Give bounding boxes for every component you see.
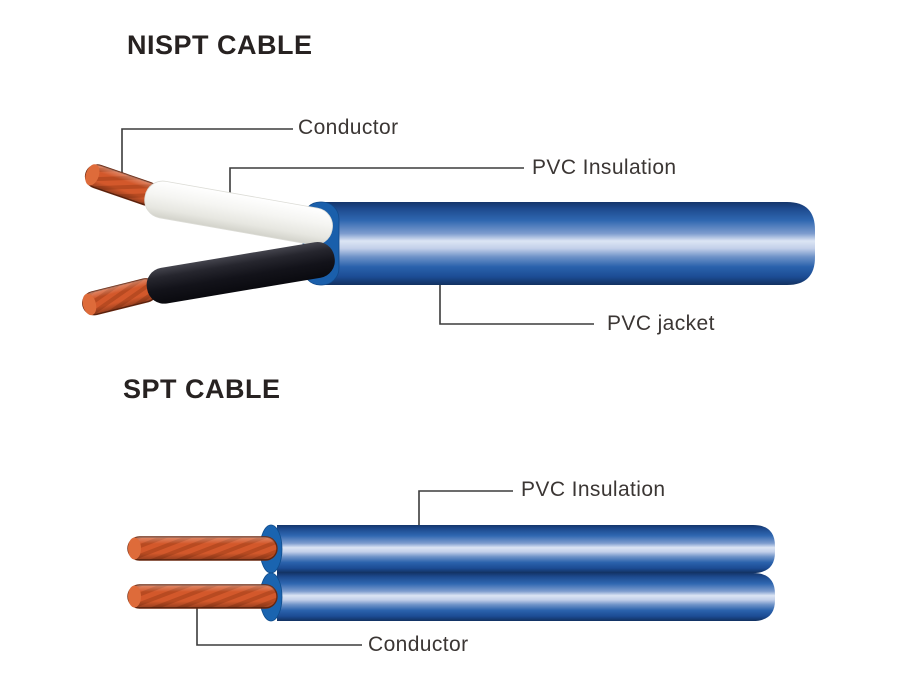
nispt-black-insulation xyxy=(146,241,335,304)
leader-line-nispt-conductor xyxy=(121,128,293,180)
spt-conductor-top-tip xyxy=(128,537,141,560)
nispt-insulation-label: PVC Insulation xyxy=(532,156,677,179)
nispt-conductor-bottom-tip xyxy=(82,293,97,316)
spt-insulation-bottom xyxy=(277,573,775,621)
leader-line-spt-conductor xyxy=(196,600,362,646)
spt-conductor-top xyxy=(127,536,278,561)
spt-title: SPT CABLE xyxy=(123,374,281,404)
spt-conductor-bottom xyxy=(127,584,278,609)
nispt-title: NISPT CABLE xyxy=(127,30,313,60)
leader-line-nispt-jacket xyxy=(439,280,594,325)
nispt-conductor-top xyxy=(84,164,160,206)
nispt-conductor-top-tip xyxy=(85,164,100,186)
spt-insulation-top xyxy=(277,525,775,573)
spt-cable-illustration xyxy=(127,524,775,622)
nispt-cable-illustration xyxy=(82,164,815,316)
nispt-jacket-label: PVC jacket xyxy=(607,312,715,335)
spt-insulation-label: PVC Insulation xyxy=(521,478,666,501)
spt-conductor-bottom-tip xyxy=(128,585,141,608)
nispt-conductor-bottom xyxy=(82,278,158,316)
leader-line-spt-insulation xyxy=(418,490,513,530)
nispt-conductor-label: Conductor xyxy=(298,116,399,139)
nispt-white-insulation xyxy=(144,180,333,246)
leader-line-nispt-insulation xyxy=(229,167,524,205)
nispt-pvc-jacket xyxy=(318,202,815,285)
spt-conductor-label: Conductor xyxy=(368,633,469,656)
